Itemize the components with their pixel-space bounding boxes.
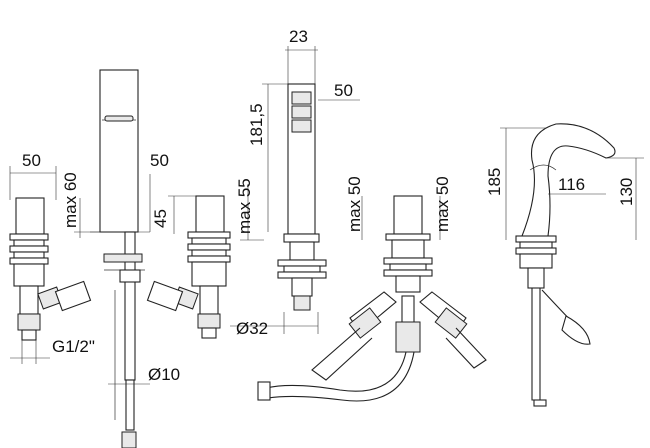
dim-50-column: 50 <box>150 151 169 170</box>
dim-32: Ø32 <box>236 319 268 338</box>
dim-130: 130 <box>617 178 636 206</box>
dim-116: 116 <box>558 175 585 194</box>
dim-10: Ø10 <box>148 365 180 384</box>
middle-valve: 45 max 55 <box>146 178 264 339</box>
dim-23: 23 <box>289 27 308 46</box>
dim-50-shower: 50 <box>334 81 353 100</box>
left-valve: 50 max 60 G1/2" <box>9 151 100 364</box>
dim-g1-2: G1/2" <box>52 337 95 356</box>
dim-50-left: 50 <box>22 151 41 170</box>
dim-45: 45 <box>151 209 170 228</box>
dim-185: 185 <box>485 168 504 196</box>
hand-shower: 23 181,5 50 Ø32 <box>230 27 360 338</box>
center-mixer: max 50 max 50 <box>257 176 487 402</box>
spout: 185 116 130 <box>485 123 644 407</box>
dim-max50-b: max 50 <box>433 176 452 232</box>
tall-column: 50 Ø10 <box>90 69 180 448</box>
dim-max55: max 55 <box>235 178 254 234</box>
dim-181-5: 181,5 <box>247 103 266 146</box>
dim-max50-a: max 50 <box>345 176 364 232</box>
dim-max60: max 60 <box>61 172 80 228</box>
